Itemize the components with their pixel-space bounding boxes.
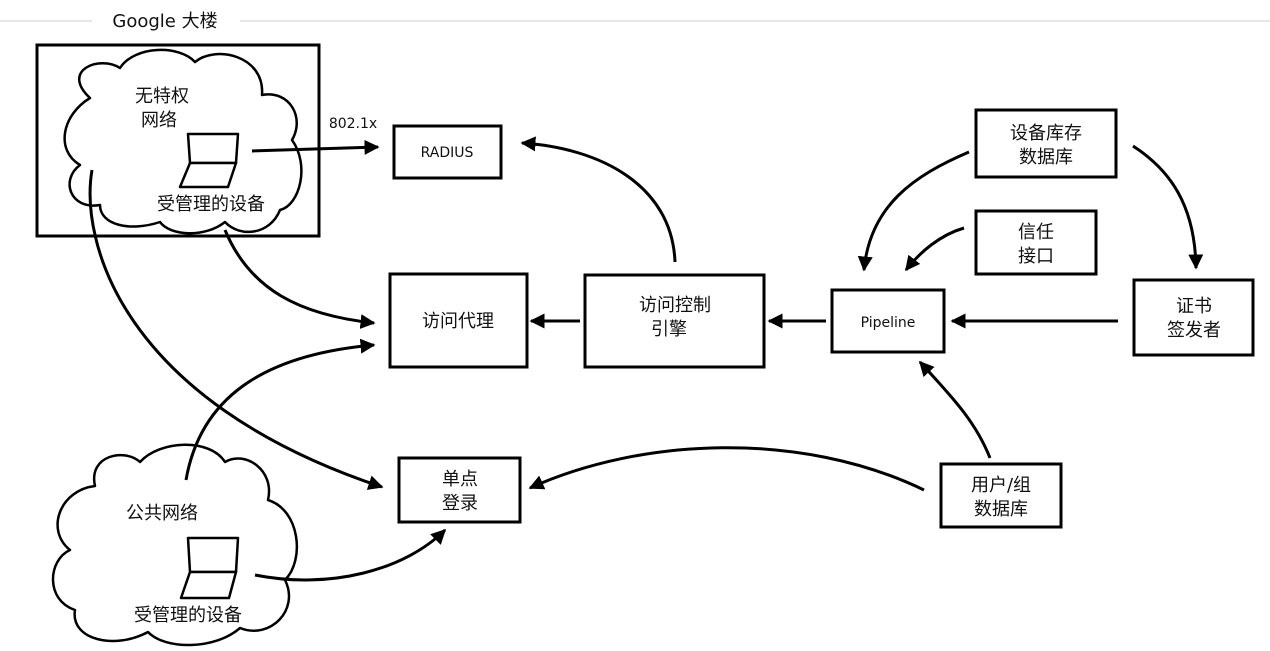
device-inventory-line1: 设备库存 xyxy=(1010,123,1082,144)
edge-label-8021x: 802.1x xyxy=(329,116,377,132)
cloud-shape xyxy=(63,48,303,235)
edge-usergroup-to-sso xyxy=(528,446,925,492)
edge-usergroup-to-pipeline xyxy=(918,360,992,459)
node-access-proxy: 访问代理 xyxy=(388,272,529,369)
unprivileged-network-cloud: 无特权 网络 受管理的设备 xyxy=(63,48,303,235)
device-inventory-line2: 数据库 xyxy=(1019,147,1073,168)
building-label: Google 大楼 xyxy=(112,11,217,32)
unprivileged-network-line1: 无特权 xyxy=(135,86,189,107)
cert-issuer-line2: 签发者 xyxy=(1167,320,1221,341)
edge-trust-to-pipeline xyxy=(904,226,965,272)
edge-public-to-proxy xyxy=(184,338,376,481)
access-engine-line2: 引擎 xyxy=(651,319,687,340)
laptop-icon xyxy=(179,536,240,600)
pipeline-label: Pipeline xyxy=(861,315,916,331)
public-device-label: 受管理的设备 xyxy=(134,605,242,626)
public-network-label: 公共网络 xyxy=(126,503,198,524)
unprivileged-network-line2: 网络 xyxy=(141,110,177,131)
building-title: Google 大楼 xyxy=(0,11,1270,32)
node-trust-interface: 信任 接口 xyxy=(974,209,1098,276)
edge-public-device-to-sso xyxy=(254,528,447,582)
cloud-shape xyxy=(51,443,299,647)
edge-inventory-to-pipeline xyxy=(857,150,970,272)
node-access-control-engine: 访问控制 引擎 xyxy=(583,273,766,369)
edge-device-to-radius xyxy=(251,139,380,155)
access-proxy-label: 访问代理 xyxy=(422,311,494,332)
edge-inventory-to-cert xyxy=(1132,144,1204,270)
user-group-db-line1: 用户/组 xyxy=(971,475,1031,496)
node-pipeline: Pipeline xyxy=(830,288,946,354)
edge-internal-device-to-sso xyxy=(88,169,384,490)
node-device-inventory-db: 设备库存 数据库 xyxy=(974,108,1118,179)
access-engine-line1: 访问控制 xyxy=(639,295,711,316)
node-cert-issuer: 证书 签发者 xyxy=(1132,278,1255,357)
node-user-group-db: 用户/组 数据库 xyxy=(939,462,1063,529)
laptop-icon xyxy=(178,132,240,189)
unprivileged-device-label: 受管理的设备 xyxy=(157,194,265,215)
sso-line2: 登录 xyxy=(442,493,478,514)
node-radius: RADIUS xyxy=(392,124,503,180)
sso-line1: 单点 xyxy=(442,469,478,490)
edge-engine-to-radius xyxy=(520,136,677,263)
trust-interface-line2: 接口 xyxy=(1018,246,1054,267)
cert-issuer-line1: 证书 xyxy=(1176,296,1212,317)
node-sso: 单点 登录 xyxy=(397,456,522,524)
trust-interface-line1: 信任 xyxy=(1018,222,1054,243)
public-network-cloud: 公共网络 受管理的设备 xyxy=(51,443,299,647)
user-group-db-line2: 数据库 xyxy=(974,499,1028,520)
radius-label: RADIUS xyxy=(421,145,474,161)
edge-internal-device-to-proxy xyxy=(223,229,376,330)
